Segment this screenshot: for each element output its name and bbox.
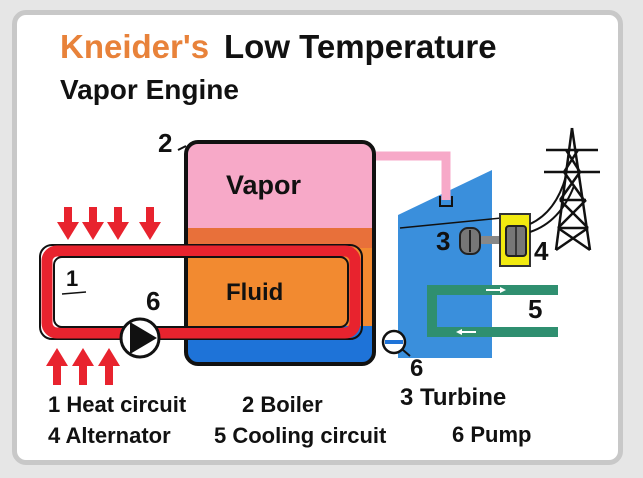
boiler-vapor-zone — [186, 142, 374, 228]
vapor-pipe — [368, 151, 451, 200]
heat-circuit-inner — [53, 256, 349, 328]
boiler-fluid-zone — [186, 248, 374, 326]
tower-brace-1 — [564, 149, 582, 173]
heat-arrow-down-3 — [107, 207, 129, 240]
alternator — [499, 213, 531, 267]
turbine-rotor-shaft — [468, 236, 508, 244]
legend-item-heat-circuit: 1 Heat circuit — [48, 392, 187, 417]
cooling-circuit — [427, 285, 558, 337]
title-line2: Vapor Engine — [60, 74, 239, 105]
turbine-shaft-line — [399, 216, 513, 229]
label-fluid: Fluid — [226, 279, 283, 306]
title-brand: Kneider's — [60, 28, 210, 65]
tower-brace-3 — [562, 171, 586, 201]
heat-arrows-bottom — [46, 348, 120, 385]
label-3: 3 — [436, 226, 450, 256]
legend-item-boiler: 2 Boiler — [242, 392, 323, 417]
turbine-rotor — [459, 227, 508, 255]
boiler — [184, 140, 376, 366]
tower-brace-8 — [555, 226, 589, 252]
legend-item-cooling-circuit: 5 Cooling circuit — [214, 423, 387, 448]
boiler-fluid-top — [186, 228, 374, 248]
return-valve — [381, 329, 411, 357]
tower-brace-5 — [559, 199, 589, 229]
label-vapor: Vapor — [226, 170, 302, 200]
label-6-valve: 6 — [410, 355, 423, 382]
heat-circuit — [39, 244, 363, 340]
vapor-pipe-outline — [439, 196, 453, 207]
heat-arrow-up-3 — [98, 348, 120, 385]
heat-arrow-up-1 — [46, 348, 68, 385]
heat-arrows-top — [57, 207, 161, 240]
cooling-flow-arrowhead-top — [500, 287, 506, 293]
title-line1: Low Temperature — [224, 28, 497, 65]
cooling-flow-arrowhead-bottom — [456, 329, 462, 335]
return-valve-pointer — [402, 349, 411, 357]
label-5: 5 — [528, 294, 542, 324]
tower-brace-2 — [562, 149, 580, 173]
pump — [119, 317, 161, 359]
transmission-tower — [544, 127, 600, 252]
label-4: 4 — [534, 236, 549, 266]
heat-arrow-down-1 — [57, 207, 79, 240]
heat-arrow-down-4 — [139, 207, 161, 240]
heat-arrow-down-2 — [82, 207, 104, 240]
tower-brace-6 — [557, 199, 587, 229]
legend-item-alternator: 4 Alternator — [48, 423, 171, 448]
label-1-pointer — [61, 291, 87, 295]
label-2-pointer — [177, 145, 187, 151]
label-1: 1 — [66, 266, 78, 291]
legend-item-pump: 6 Pump — [452, 422, 532, 447]
power-line-2 — [529, 185, 575, 233]
turbine-housing — [398, 170, 492, 358]
tower-brace-4 — [558, 171, 582, 201]
heat-arrow-up-2 — [72, 348, 94, 385]
label-6-pump: 6 — [146, 286, 160, 316]
legend-item-turbine: 3 Turbine — [400, 384, 507, 411]
label-2: 2 — [158, 128, 172, 158]
pump-arrow — [130, 322, 157, 354]
heat-circuit-outer — [39, 244, 363, 340]
heat-circuit-pipe — [41, 245, 361, 339]
